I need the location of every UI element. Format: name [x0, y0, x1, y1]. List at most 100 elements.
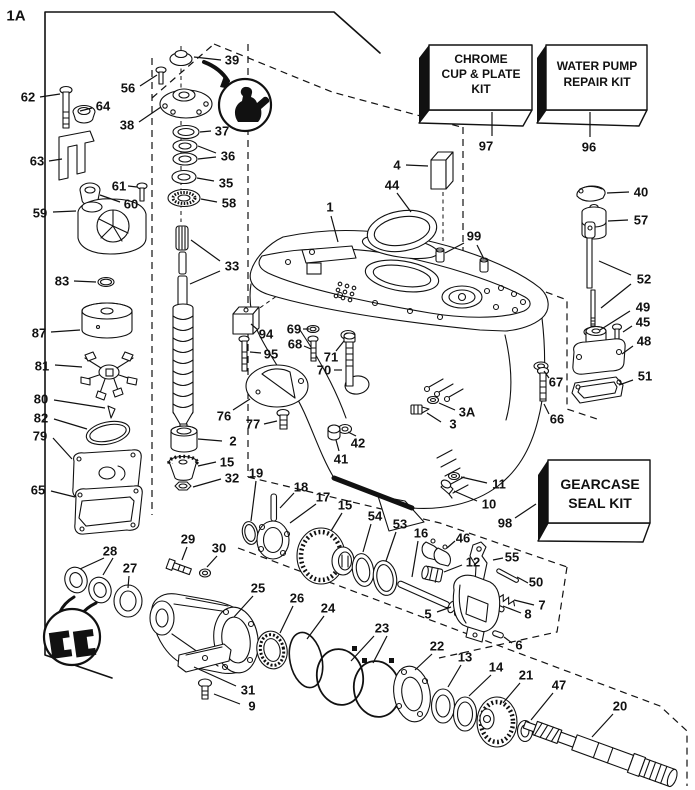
leader-94 — [250, 323, 259, 331]
callout-62: 62 — [21, 90, 35, 105]
callout-12: 12 — [466, 555, 480, 570]
callout-22: 22 — [430, 639, 444, 654]
callout-81: 81 — [35, 359, 49, 374]
leader-26 — [279, 605, 294, 634]
kit-box-label-line: REPAIR KIT — [563, 75, 631, 89]
leader-13 — [447, 664, 462, 688]
leader-33 — [189, 270, 221, 285]
part-45-screw — [611, 323, 623, 341]
callout-79: 79 — [33, 429, 47, 444]
leader-25 — [233, 595, 254, 618]
part-22-thrust-flange — [393, 665, 431, 723]
callout-31: 31 — [241, 683, 255, 698]
lubricant-arrow — [202, 60, 230, 83]
callout-65: 65 — [31, 483, 45, 498]
callout-3A: 3A — [459, 405, 476, 420]
part-95-bolt — [238, 335, 250, 372]
part-40-retainer-clip — [576, 185, 606, 202]
callout-71: 71 — [324, 350, 338, 365]
part-20-prop-shaft — [522, 720, 678, 788]
callout-68: 68 — [288, 337, 302, 352]
callout-53: 53 — [393, 517, 407, 532]
callout-42: 42 — [351, 436, 365, 451]
callout-61: 61 — [112, 179, 126, 194]
callout-11: 11 — [492, 477, 506, 492]
callout-87: 87 — [32, 326, 46, 341]
kit-box-label-line: KIT — [471, 82, 491, 96]
part-14-thrust-washer — [452, 696, 478, 732]
leader-42 — [347, 431, 357, 437]
part-11-washer — [447, 471, 461, 481]
leader-12 — [443, 564, 463, 573]
part-39-seal-cap — [169, 49, 193, 67]
part-3a-washer — [426, 395, 440, 405]
leader-16 — [411, 540, 419, 578]
part-48-rod-housing — [572, 325, 626, 375]
leader-9 — [213, 693, 241, 705]
part-53-thrust-washer — [372, 560, 398, 596]
leader-40 — [606, 191, 630, 194]
callout-55: 55 — [505, 550, 519, 565]
callout-44: 44 — [385, 178, 400, 193]
part-50-pin — [496, 568, 519, 583]
part-54-thrust-ring — [351, 553, 375, 587]
leader-52 — [598, 260, 632, 276]
callout-59: 59 — [33, 206, 47, 221]
callout-63: 63 — [30, 154, 44, 169]
propshaft-bearing-group — [64, 558, 678, 788]
kit-box-gearcase-seal: GEARCASE SEAL KIT — [537, 459, 651, 543]
leader-58 — [200, 198, 218, 203]
part-5-shift-housing — [452, 574, 501, 643]
leader-10 — [453, 490, 478, 502]
leader-33 — [190, 239, 221, 262]
part-58-bearing — [167, 188, 201, 208]
top-center-parts — [232, 151, 489, 499]
callout-45: 45 — [636, 315, 650, 330]
callout-32: 32 — [225, 471, 239, 486]
callout-57: 57 — [634, 213, 648, 228]
part-62-bolt — [59, 85, 73, 129]
part-70-bolt — [343, 332, 356, 387]
callout-17: 17 — [316, 490, 330, 505]
leading-edge — [331, 475, 415, 511]
leader-20 — [591, 713, 614, 738]
callout-26: 26 — [290, 591, 304, 606]
leader-98 — [514, 503, 537, 519]
callout-52: 52 — [637, 272, 651, 287]
part-13-washer — [430, 688, 456, 724]
part-87-wear-cup — [81, 302, 133, 339]
callout-5: 5 — [424, 607, 431, 622]
leader-30 — [206, 555, 218, 568]
speedometer-holes — [333, 281, 357, 303]
speedometer-fittings — [423, 378, 464, 403]
leader-53 — [385, 531, 397, 562]
callout-19: 19 — [249, 466, 263, 481]
callout-60: 60 — [124, 197, 138, 212]
leader-68 — [303, 345, 312, 350]
callout-46: 46 — [456, 531, 470, 546]
part-33-driveshaft — [172, 225, 194, 433]
callout-70: 70 — [317, 363, 331, 378]
leader-15 — [330, 512, 343, 532]
leader-6 — [503, 636, 513, 644]
callout-95: 95 — [264, 347, 278, 362]
callout-49: 49 — [636, 300, 650, 315]
callout-16: 16 — [414, 526, 428, 541]
callout-96: 96 — [582, 140, 596, 155]
part-7-spring — [497, 593, 516, 607]
callout-8: 8 — [524, 607, 531, 622]
part-36-washers — [172, 139, 198, 166]
part-77-screw — [276, 408, 290, 430]
leader-51 — [618, 379, 634, 386]
kit-box-label-line: GEARCASE — [560, 476, 639, 492]
part-29-screw — [165, 558, 192, 576]
callout-56: 56 — [121, 81, 135, 96]
callout-10: 10 — [482, 497, 496, 512]
leader-66 — [543, 403, 550, 415]
part-12-clutch-dog — [421, 565, 444, 583]
leader-83 — [73, 280, 97, 283]
callout-41: 41 — [334, 452, 348, 467]
callout-47: 47 — [552, 678, 566, 693]
leader-35 — [196, 177, 215, 182]
part-82-gasket — [85, 420, 131, 446]
